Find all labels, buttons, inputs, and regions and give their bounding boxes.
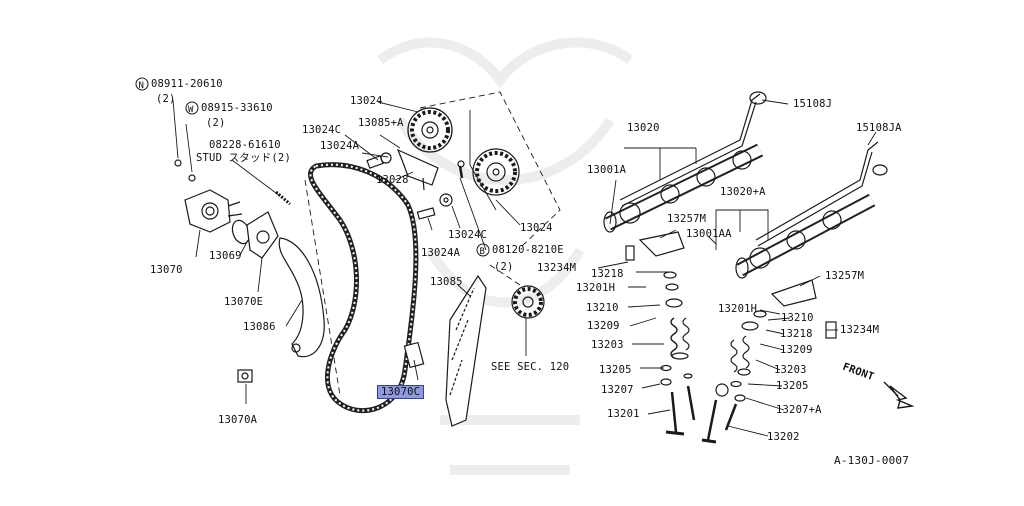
bolts-upper bbox=[366, 152, 465, 220]
camshaft-exhaust bbox=[735, 193, 876, 279]
crank-sprocket bbox=[511, 285, 545, 319]
callout-13203-right[interactable]: 13203 bbox=[774, 364, 807, 376]
valve-train-left bbox=[660, 271, 696, 436]
see-section-note: SEE SEC. 120 bbox=[491, 361, 570, 373]
chain-guide-bracket bbox=[396, 148, 439, 191]
oil-pipes bbox=[619, 91, 888, 247]
leader-lines bbox=[172, 99, 877, 437]
callout-15108j[interactable]: 15108J bbox=[793, 98, 833, 110]
front-arrow-icon bbox=[883, 381, 915, 409]
slack-guide bbox=[278, 237, 325, 358]
callout-13209-left[interactable]: 13209 bbox=[587, 320, 620, 332]
callout-13024c-upper[interactable]: 13024C bbox=[302, 124, 342, 136]
chain-tensioner bbox=[174, 159, 243, 233]
tensioner-plate bbox=[246, 190, 291, 259]
callout-13001a[interactable]: 13001A bbox=[587, 164, 627, 176]
tension-guide bbox=[445, 274, 487, 427]
callout-13203-left[interactable]: 13203 bbox=[591, 339, 624, 351]
callout-13218-right[interactable]: 13218 bbox=[780, 328, 813, 340]
diagram-id: A-130J-0007 bbox=[834, 454, 910, 467]
stud-description: STUD スタッド(2) bbox=[196, 152, 291, 164]
callout-13201h-left[interactable]: 13201H bbox=[576, 282, 616, 294]
dowel-bolts bbox=[237, 341, 425, 383]
callout-13201[interactable]: 13201 bbox=[607, 408, 640, 420]
fastener-w-qty: (2) bbox=[206, 117, 226, 129]
callout-13001aa[interactable]: 13001AA bbox=[686, 228, 732, 240]
callout-13257m-right[interactable]: 13257M bbox=[825, 270, 865, 282]
fastener-w-part-no: 08915-33610 bbox=[201, 102, 273, 114]
callout-13028[interactable]: 13028 bbox=[376, 174, 409, 186]
callout-13070a[interactable]: 13070A bbox=[218, 414, 258, 426]
callout-13070[interactable]: 13070 bbox=[150, 264, 183, 276]
fastener-n-qty: (2) bbox=[156, 93, 176, 105]
callout-15108ja[interactable]: 15108JA bbox=[856, 122, 902, 134]
callout-13070c-highlighted[interactable]: 13070C bbox=[377, 385, 425, 399]
callout-13205-right[interactable]: 13205 bbox=[776, 380, 809, 392]
callout-13207[interactable]: 13207 bbox=[601, 384, 634, 396]
callout-13207a[interactable]: 13207+A bbox=[776, 404, 822, 416]
callout-13234m-right[interactable]: 13234M bbox=[840, 324, 880, 336]
symbol-n: N bbox=[139, 81, 144, 91]
callout-13234m-left[interactable]: 13234M bbox=[537, 262, 577, 274]
callout-13024a-lower[interactable]: 13024A bbox=[421, 247, 461, 259]
symbol-b: B bbox=[480, 247, 485, 257]
callout-13210-left[interactable]: 13210 bbox=[586, 302, 619, 314]
callout-13024-upper[interactable]: 13024 bbox=[350, 95, 383, 107]
callout-13218-left[interactable]: 13218 bbox=[591, 268, 624, 280]
fastener-b-qty: (2) bbox=[494, 261, 514, 273]
callout-13257m-upper[interactable]: 13257M bbox=[667, 213, 707, 225]
symbol-w: W bbox=[188, 105, 194, 115]
sprocket-upper bbox=[407, 107, 453, 153]
callout-13201h-right[interactable]: 13201H bbox=[718, 303, 758, 315]
callout-13085[interactable]: 13085 bbox=[430, 276, 463, 288]
callout-13070e[interactable]: 13070E bbox=[224, 296, 264, 308]
callout-13069[interactable]: 13069 bbox=[209, 250, 242, 262]
stud-part-no: 08228-61610 bbox=[209, 139, 281, 151]
fastener-n-part-no: 08911-20610 bbox=[151, 78, 223, 90]
callout-13210-right[interactable]: 13210 bbox=[781, 312, 814, 324]
callout-13205-left[interactable]: 13205 bbox=[599, 364, 632, 376]
callout-13086[interactable]: 13086 bbox=[243, 321, 276, 333]
timing-chain bbox=[308, 162, 419, 413]
callout-13085a[interactable]: 13085+A bbox=[358, 117, 404, 129]
sprocket-middle bbox=[472, 148, 520, 196]
callout-13202[interactable]: 13202 bbox=[767, 431, 800, 443]
callout-13020[interactable]: 13020 bbox=[627, 122, 660, 134]
callout-13024-middle[interactable]: 13024 bbox=[520, 222, 553, 234]
cam-drive-dashed-outline bbox=[304, 91, 561, 396]
callout-13209-right[interactable]: 13209 bbox=[780, 344, 813, 356]
callout-13024c-lower[interactable]: 13024C bbox=[448, 229, 488, 241]
camshaft-intake bbox=[603, 143, 764, 233]
callout-13020a[interactable]: 13020+A bbox=[720, 186, 766, 198]
valve-train-right bbox=[701, 310, 767, 444]
callout-13024a-upper[interactable]: 13024A bbox=[320, 140, 360, 152]
fastener-b-part-no: 08120-8210E bbox=[492, 244, 564, 256]
fastener-symbols: N W B bbox=[135, 77, 490, 257]
